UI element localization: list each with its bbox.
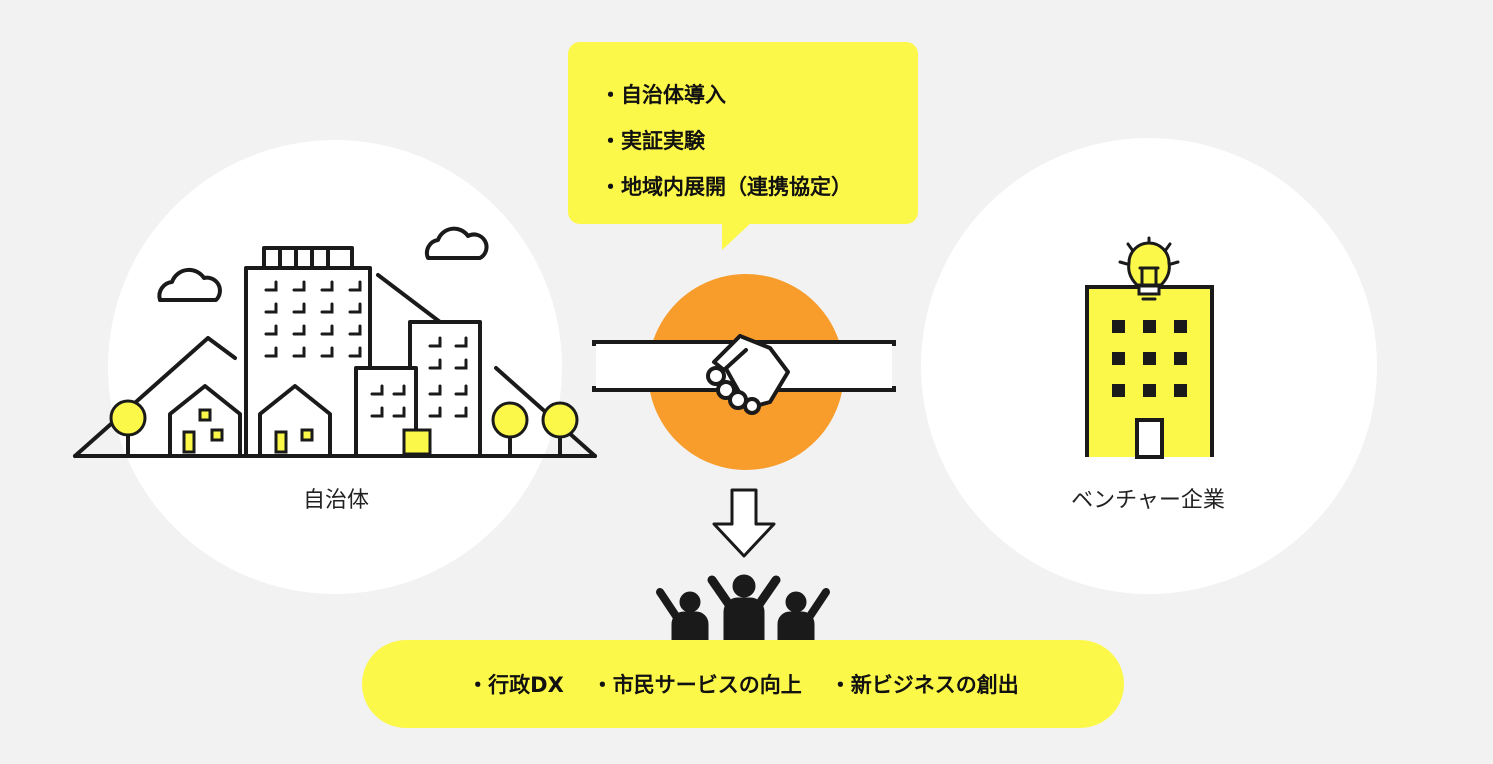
initiative-item: ・自治体導入 (600, 83, 726, 107)
initiative-item: ・地域内展開（連携協定） (600, 175, 852, 199)
venture-company-label: ベンチャー企業 (1071, 488, 1225, 513)
initiative-item: ・実証実験 (600, 129, 705, 153)
municipality-label: 自治体 (302, 488, 369, 513)
outcomes-pill: ・行政DX ・市民サービスの向上 ・新ビジネスの創出 (362, 640, 1124, 728)
outcome-item: ・新ビジネスの創出 (829, 673, 1019, 697)
initiatives-list: ・自治体導入 ・実証実験 ・地域内展開（連携協定） (568, 42, 918, 210)
initiatives-speech-bubble: ・自治体導入 ・実証実験 ・地域内展開（連携協定） (568, 42, 918, 224)
speech-bubble-tail (722, 222, 752, 250)
outcome-item: ・市民サービスの向上 (591, 673, 802, 697)
outcome-item: ・行政DX (467, 673, 564, 697)
